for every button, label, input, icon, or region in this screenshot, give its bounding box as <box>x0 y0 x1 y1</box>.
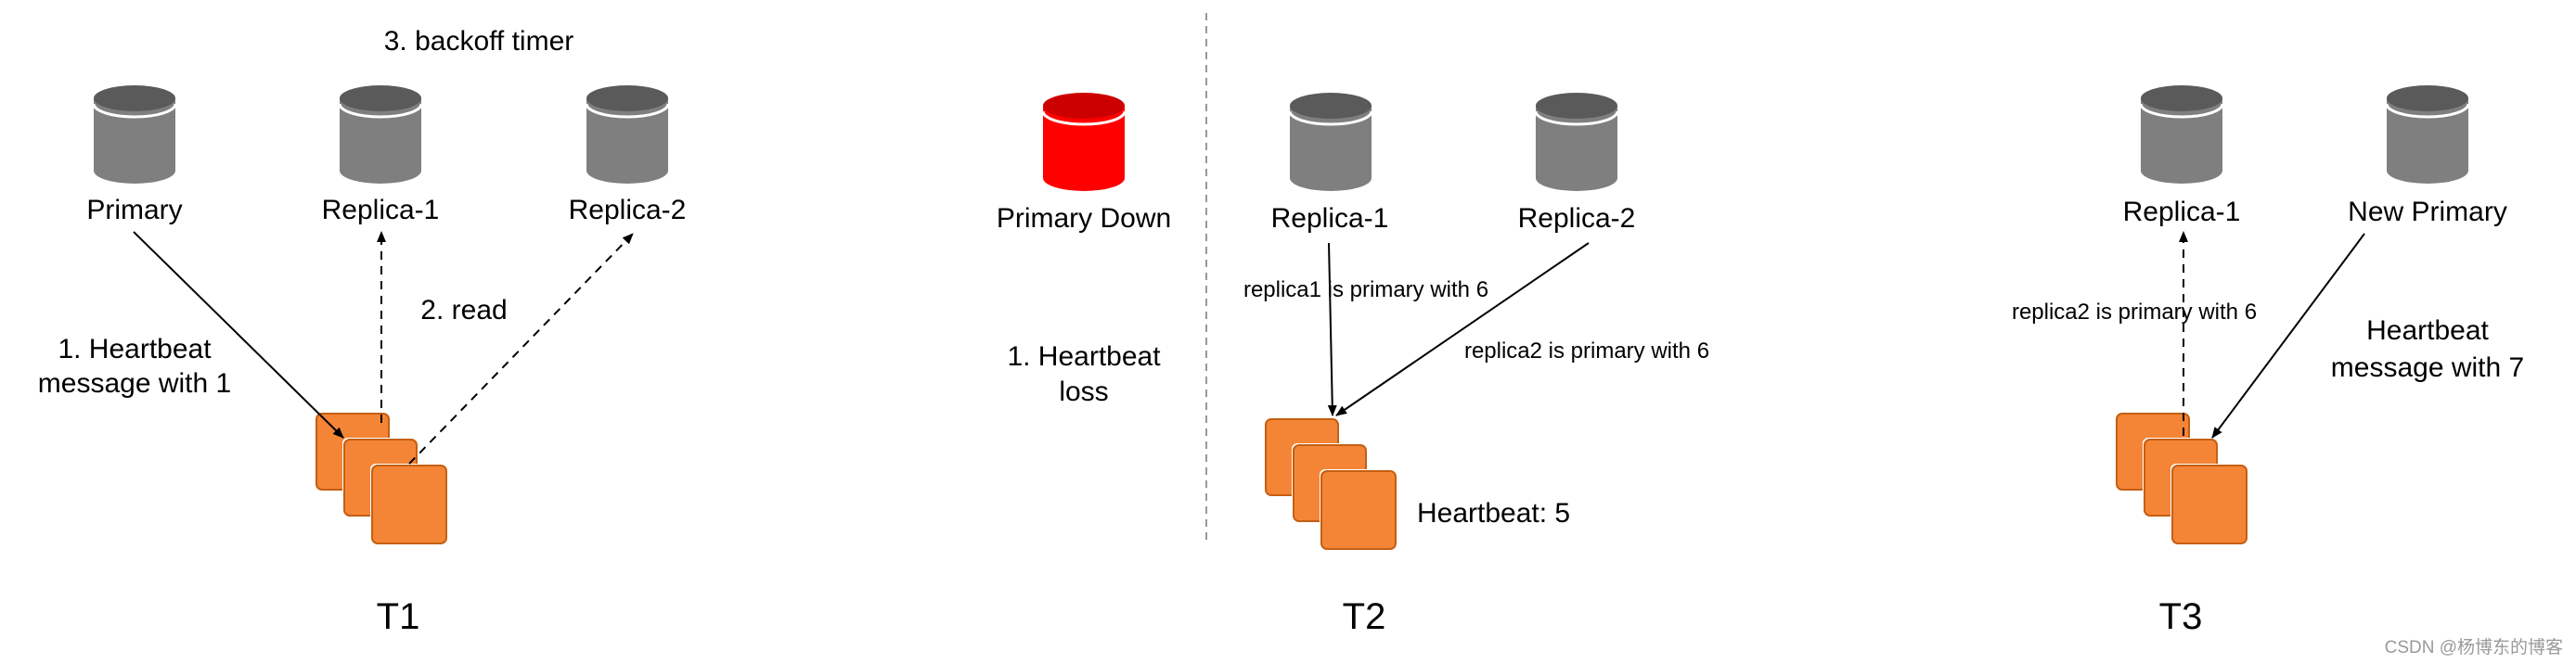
t1-primary-db-icon <box>92 83 177 185</box>
t1-replica2-label: Replica-2 <box>569 195 687 225</box>
t2-replica1-message: replica1 is primary with 6 <box>1243 277 1488 302</box>
t3-new-primary-arrow <box>2211 233 2365 439</box>
t2-replica1-label: Replica-1 <box>1271 203 1389 234</box>
t1-panel: 3. backoff timer Primary Replica-1 Repli… <box>38 26 687 637</box>
t1-read-label: 2. read <box>420 295 507 326</box>
t2-loss-label-line1: 1. Heartbeat <box>1007 341 1161 372</box>
t1-replica2-db-icon <box>585 83 670 185</box>
t2-title: T2 <box>1343 596 1386 637</box>
t3-instance-stack-icon <box>2116 413 2248 544</box>
t3-new-primary-db-icon <box>2385 83 2470 185</box>
watermark: CSDN @杨博东的博客 <box>2385 637 2563 658</box>
t3-panel: Replica-1 New Primary replica2 is primar… <box>2012 83 2524 637</box>
t1-backoff-label: 3. backoff timer <box>384 26 574 57</box>
t3-replica2-message: replica2 is primary with 6 <box>2012 300 2257 325</box>
t3-heartbeat-label-line1: Heartbeat <box>2366 315 2489 346</box>
t1-heartbeat-label-line2: message with 1 <box>38 368 231 399</box>
t3-replica1-db-icon <box>2139 83 2224 185</box>
t2-loss-label-line2: loss <box>1059 377 1108 407</box>
t2-replica2-arrow <box>1335 242 1590 416</box>
t3-new-primary-label: New Primary <box>2348 197 2507 227</box>
t1-heartbeat-label-line1: 1. Heartbeat <box>58 334 212 364</box>
t2-replica2-db-icon <box>1534 91 1619 193</box>
t2-panel: Primary Down Replica-1 Replica-2 1. Hear… <box>997 91 1709 637</box>
t2-heartbeat-label: Heartbeat: 5 <box>1417 498 1570 529</box>
t2-replica1-arrow <box>1327 242 1337 416</box>
t1-title: T1 <box>377 596 420 637</box>
t1-replica1-label: Replica-1 <box>322 195 440 225</box>
t2-replica2-message: replica2 is primary with 6 <box>1464 338 1709 364</box>
t2-primary-down-label: Primary Down <box>997 203 1171 234</box>
t1-primary-label: Primary <box>86 195 182 225</box>
t2-instance-stack-icon <box>1265 418 1397 550</box>
t3-replica1-label: Replica-1 <box>2123 197 2241 227</box>
t3-title: T3 <box>2159 596 2203 637</box>
t2-replica1-db-icon <box>1288 91 1373 193</box>
t1-replica1-db-icon <box>338 83 423 185</box>
t1-instance-stack-icon <box>316 413 447 544</box>
t1-read-replica2-arrow <box>408 233 634 465</box>
t2-replica2-label: Replica-2 <box>1518 203 1636 234</box>
t2-primary-down-db-icon <box>1041 91 1127 193</box>
t3-heartbeat-label-line2: message with 7 <box>2331 352 2524 383</box>
t1-heartbeat-arrow <box>133 231 344 439</box>
